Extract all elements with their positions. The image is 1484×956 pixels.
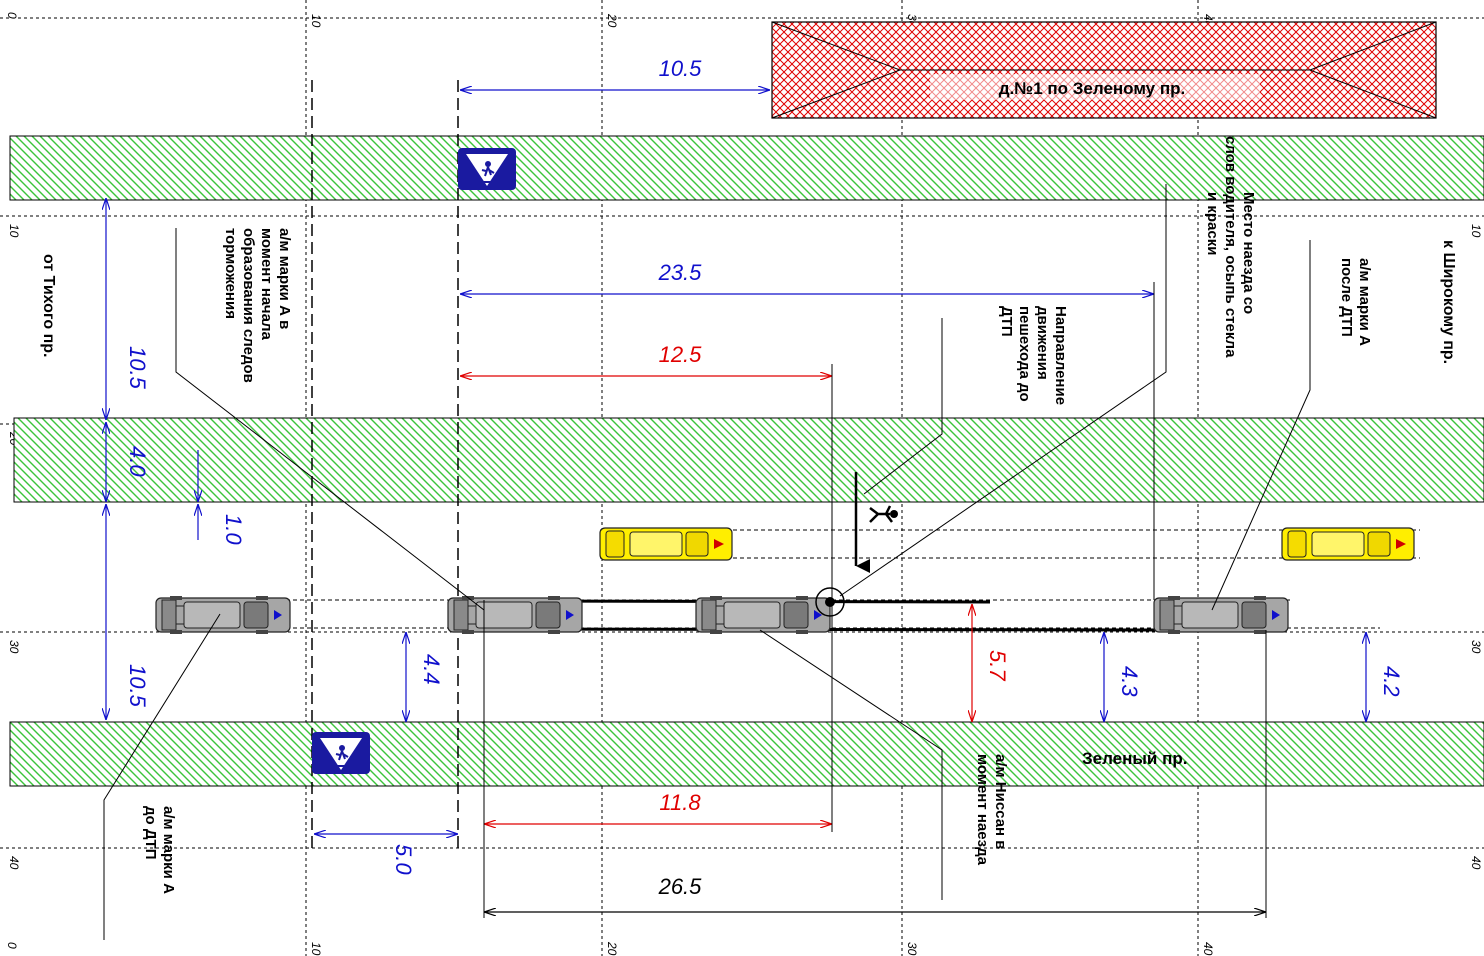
grid-label-bottom-30: 30 bbox=[905, 942, 919, 956]
svg-text:слов водителя, осыпь стекла: слов водителя, осыпь стекла bbox=[1222, 136, 1239, 358]
svg-text:после ДТП: после ДТП bbox=[1338, 258, 1355, 337]
car-a-before-accident bbox=[155, 595, 291, 635]
grid-label-left-40: 40 bbox=[7, 856, 21, 870]
svg-text:образования следов: образования следов bbox=[240, 228, 257, 383]
svg-text:Место наезда со: Место наезда со bbox=[1240, 192, 1257, 314]
dim-label-12-5: 12.5 bbox=[659, 342, 703, 367]
svg-text:а/м Ниссан в: а/м Ниссан в bbox=[992, 754, 1009, 850]
dim-label-10-5-top: 10.5 bbox=[659, 56, 703, 81]
svg-text:а/м марки А в: а/м марки А в bbox=[276, 228, 293, 329]
dim-label-23-5: 23.5 bbox=[658, 260, 703, 285]
car-nissan-at-collision bbox=[695, 595, 831, 635]
grid-label-top-0: 0 bbox=[5, 12, 19, 19]
annotation-collision-place: Место наезда со слов водителя, осыпь сте… bbox=[1204, 136, 1257, 358]
pedestrian-crossing-sign-icon bbox=[457, 147, 517, 191]
grid-label-top-20: 20 bbox=[605, 13, 619, 28]
green-strip-top bbox=[9, 135, 1484, 201]
dim-label-5-0: 5.0 bbox=[391, 844, 416, 875]
svg-text:ДТП: ДТП bbox=[998, 306, 1015, 337]
grid-label-right-40: 40 bbox=[1469, 856, 1483, 870]
grid-label-bottom-10: 10 bbox=[309, 942, 323, 956]
grid-label-right-10: 10 bbox=[1469, 224, 1483, 238]
dimension-lines bbox=[106, 90, 1366, 918]
svg-text:и краски: и краски bbox=[1204, 192, 1221, 255]
green-strip-middle bbox=[13, 417, 1484, 503]
annotation-car-a-before: а/м марки А до ДТП bbox=[142, 806, 177, 894]
annotation-car-a-after: а/м марки А после ДТП bbox=[1338, 258, 1373, 346]
svg-text:Направление: Направление bbox=[1052, 306, 1069, 405]
dim-label-11-8: 11.8 bbox=[659, 790, 701, 815]
dim-label-4-2: 4.2 bbox=[1379, 666, 1404, 697]
svg-text:торможения: торможения bbox=[222, 228, 239, 319]
dim-label-4-0: 4.0 bbox=[125, 446, 150, 477]
dim-label-26-5: 26.5 bbox=[658, 874, 703, 899]
svg-text:а/м марки А: а/м марки А bbox=[1356, 258, 1373, 346]
svg-text:а/м марки А: а/м марки А bbox=[160, 806, 177, 894]
building: д.№1 по Зеленому пр. bbox=[771, 21, 1437, 119]
svg-text:движения: движения bbox=[1034, 306, 1051, 380]
annotation-nissan-moment: а/м Ниссан в момент наезда bbox=[974, 754, 1009, 866]
grid-label-right-30: 30 bbox=[1469, 640, 1483, 654]
pedestrian-crossing-sign-icon bbox=[311, 731, 371, 775]
dim-label-10-5-left-bottom: 10.5 bbox=[125, 664, 150, 708]
direction-to-label: к Широкому пр. bbox=[1440, 240, 1457, 364]
annotation-pedestrian-direction: Направление движения пешехода до ДТП bbox=[998, 306, 1069, 405]
collision-point-circle bbox=[815, 587, 845, 617]
leader-lines bbox=[103, 184, 1311, 940]
annotation-car-a-braking: а/м марки А в момент начала образования … bbox=[222, 228, 293, 383]
svg-text:момент начала: момент начала bbox=[258, 228, 275, 340]
dim-label-10-5-left-top: 10.5 bbox=[125, 346, 150, 390]
parked-car-yellow-left bbox=[599, 527, 733, 561]
svg-text:пешехода до: пешехода до bbox=[1016, 306, 1033, 402]
dim-label-4-3: 4.3 bbox=[1117, 666, 1142, 697]
street-name-label: Зеленый пр. bbox=[1082, 749, 1187, 768]
grid-label-left-30: 30 bbox=[7, 640, 21, 654]
grid-label-bottom-20: 20 bbox=[605, 941, 619, 956]
dim-label-4-4: 4.4 bbox=[419, 654, 444, 685]
car-a-after-accident bbox=[1153, 595, 1289, 635]
svg-text:до ДТП: до ДТП bbox=[142, 806, 159, 859]
grid-label-left-10: 10 bbox=[7, 224, 21, 238]
dim-label-1-0: 1.0 bbox=[221, 514, 246, 545]
dim-label-5-7: 5.7 bbox=[985, 650, 1010, 681]
direction-from-label: от Тихого пр. bbox=[40, 254, 57, 357]
grid-label-top-10: 10 bbox=[309, 14, 323, 28]
svg-text:момент наезда: момент наезда bbox=[974, 754, 991, 866]
parked-car-yellow-right bbox=[1281, 527, 1415, 561]
collision-point bbox=[825, 597, 835, 607]
green-strip-bottom bbox=[9, 721, 1484, 787]
car-a-braking-start bbox=[447, 595, 583, 635]
grid-label-bottom-0: 0 bbox=[5, 942, 19, 949]
building-label: д.№1 по Зеленому пр. bbox=[999, 79, 1186, 98]
grid-label-bottom-40: 40 bbox=[1201, 942, 1215, 956]
pedestrian-icon bbox=[869, 505, 898, 523]
